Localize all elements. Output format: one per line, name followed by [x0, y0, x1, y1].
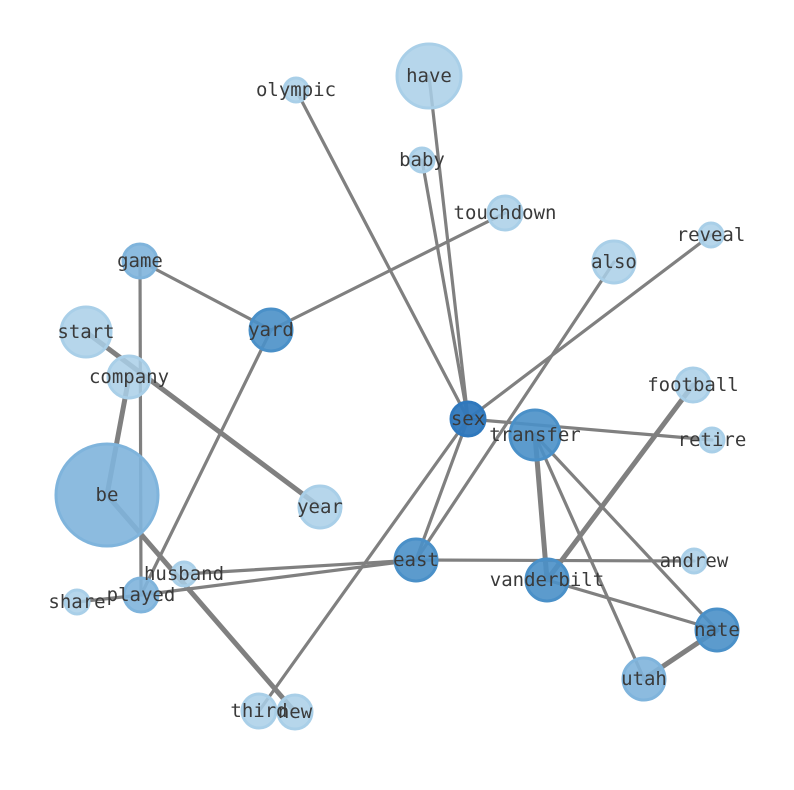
node-year	[297, 484, 343, 530]
node-company	[106, 354, 152, 400]
node-third	[240, 692, 278, 730]
edge-transfer-utah	[533, 433, 646, 681]
node-game	[121, 242, 159, 280]
node-also	[591, 239, 637, 285]
nodes-layer	[54, 42, 740, 731]
node-label-year: year	[297, 496, 343, 518]
edge-touchdown-yard	[269, 211, 507, 332]
node-played	[122, 576, 160, 614]
node-transfer	[508, 408, 562, 462]
node-label-retire: retire	[678, 429, 747, 451]
node-share	[63, 588, 91, 616]
edge-baby-sex	[420, 158, 470, 421]
node-label-sex: sex	[451, 408, 485, 430]
node-label-football: football	[647, 374, 739, 396]
node-yard	[248, 307, 294, 353]
node-label-touchdown: touchdown	[454, 202, 557, 224]
edge-have-sex	[427, 74, 470, 421]
node-touchdown	[486, 194, 524, 232]
edge-sex-east	[414, 417, 470, 562]
node-label-baby: baby	[399, 149, 445, 171]
node-utah	[621, 656, 667, 702]
node-husband	[170, 560, 198, 588]
node-have	[395, 42, 463, 110]
node-label-husband: husband	[144, 563, 224, 585]
edge-sex-third	[257, 417, 470, 713]
node-be	[54, 442, 160, 548]
edge-game-yard	[138, 259, 273, 332]
node-label-utah: utah	[621, 668, 667, 690]
edge-reveal-sex	[466, 233, 713, 421]
node-sex	[449, 400, 487, 438]
node-label-start: start	[57, 321, 114, 343]
node-label-east: east	[393, 549, 439, 571]
edge-vanderbilt-nate	[545, 578, 719, 632]
edge-husband-east	[182, 558, 418, 576]
node-start	[59, 305, 113, 359]
node-baby	[408, 146, 436, 174]
labels-layer: olympic have baby touchdown reveal also game ya…	[48, 65, 746, 723]
node-label-share: share	[48, 591, 105, 613]
edge-game-played	[138, 259, 143, 597]
node-label-transfer: transfer	[489, 424, 581, 446]
node-retire	[698, 426, 726, 454]
node-reveal	[697, 221, 725, 249]
edge-football-vanderbilt	[544, 382, 696, 583]
node-label-nate: nate	[694, 619, 740, 641]
node-new	[276, 693, 314, 731]
node-label-have: have	[406, 65, 452, 87]
edge-yard-played	[139, 328, 273, 597]
node-label-olympic: olympic	[256, 79, 336, 101]
node-andrew	[680, 547, 708, 575]
edges-layer	[75, 74, 720, 715]
node-label-also: also	[591, 251, 637, 273]
node-vanderbilt	[524, 557, 570, 603]
node-label-vanderbilt: vanderbilt	[490, 569, 604, 591]
edge-played-east	[139, 558, 418, 597]
node-label-company: company	[89, 366, 169, 388]
edge-also-east	[414, 260, 616, 562]
node-label-game: game	[117, 250, 163, 272]
edge-transfer-nate	[533, 433, 719, 632]
node-label-andrew: andrew	[660, 550, 729, 572]
node-label-yard: yard	[248, 319, 294, 341]
node-label-be: be	[96, 484, 119, 506]
node-olympic	[282, 76, 310, 104]
node-football	[674, 366, 712, 404]
node-label-reveal: reveal	[677, 224, 746, 246]
node-label-played: played	[107, 584, 176, 606]
edge-olympic-sex	[294, 88, 470, 421]
node-label-new: new	[278, 701, 313, 723]
node-label-third: third	[230, 700, 287, 722]
node-nate	[694, 607, 740, 653]
node-east	[393, 537, 439, 583]
